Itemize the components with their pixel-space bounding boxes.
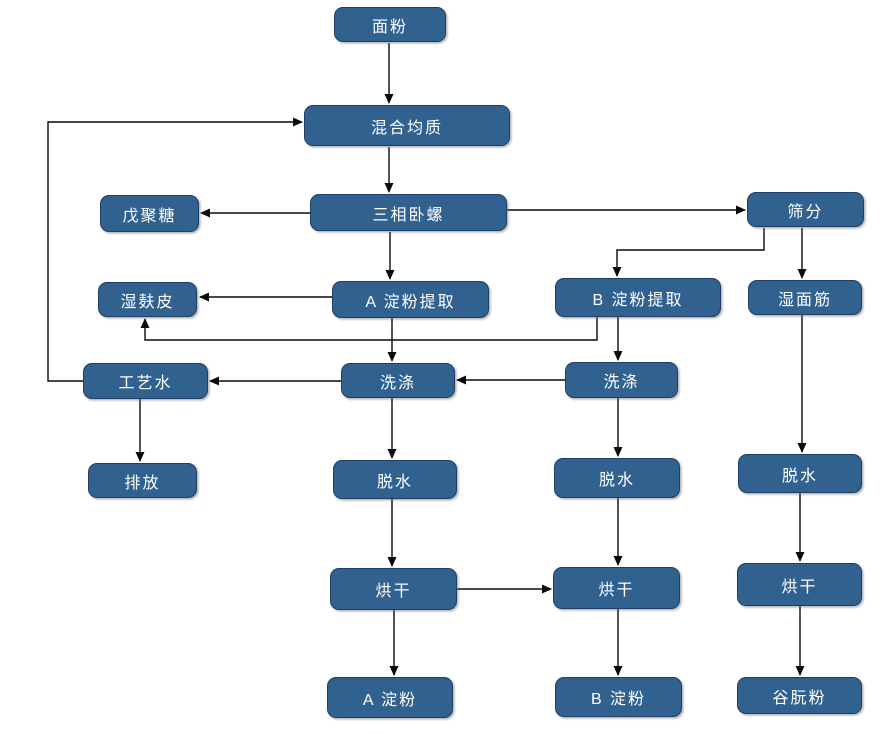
node-dewatering-a: 脱水 (333, 460, 457, 499)
edge-process-water-to-mixing (47, 117, 303, 382)
node-dewatering-gluten: 脱水 (738, 454, 862, 493)
node-drying-gluten: 烘干 (737, 563, 862, 606)
node-discharge: 排放 (88, 463, 197, 498)
node-pentosan: 戊聚糖 (100, 195, 199, 232)
node-three-phase-decanter: 三相卧螺 (310, 194, 507, 231)
node-b-starch: B 淀粉 (555, 677, 682, 717)
node-dewatering-b: 脱水 (554, 458, 680, 498)
node-washing-a: 洗涤 (341, 363, 455, 398)
edge-b-extract-to-wet-bran (140, 317, 598, 341)
node-a-starch-extraction: A 淀粉提取 (332, 281, 489, 318)
node-process-water: 工艺水 (83, 363, 208, 399)
node-wet-gluten: 湿面筋 (748, 280, 862, 315)
node-a-starch: A 淀粉 (327, 677, 453, 718)
node-wet-bran: 湿麸皮 (98, 282, 197, 317)
node-drying-a: 烘干 (330, 568, 457, 610)
node-mixing-homogenization: 混合均质 (304, 105, 510, 146)
edge-sieving-to-b-extract (612, 228, 765, 277)
node-flour: 面粉 (334, 7, 446, 42)
node-washing-b: 洗涤 (565, 362, 678, 398)
node-sieving: 筛分 (747, 192, 864, 227)
node-drying-b: 烘干 (553, 567, 680, 609)
node-b-starch-extraction: B 淀粉提取 (555, 278, 721, 317)
node-gluten-powder: 谷朊粉 (737, 677, 862, 714)
